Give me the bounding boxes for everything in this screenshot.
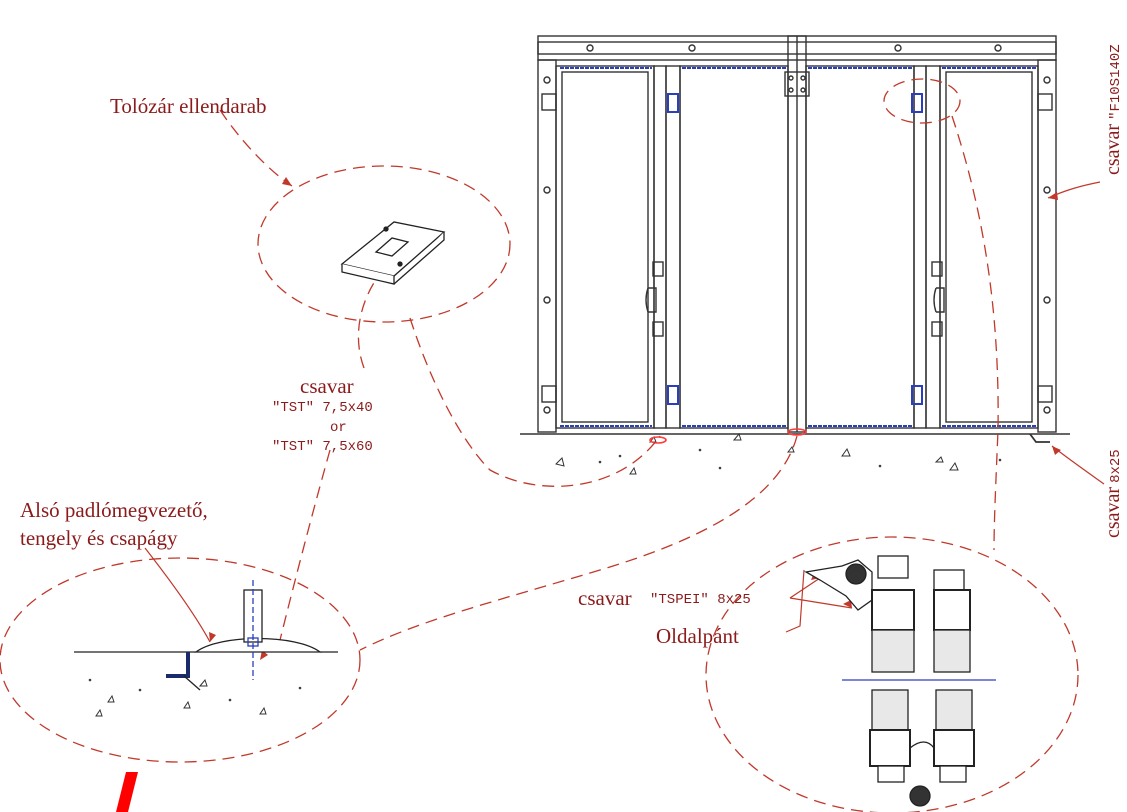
strike-plate-detail (340, 221, 446, 285)
vertical-csavar-bottom: csavar (1102, 486, 1124, 538)
vertical-8x25: 8x25 (1108, 449, 1124, 483)
label-also-padlomegvezeto: Alsó padlómegvezető, (20, 498, 208, 522)
floor-guide-ground (88, 678, 302, 717)
floor-guide-detail (74, 580, 338, 691)
arrowheads (209, 177, 1061, 660)
label-csavar-f10s140z: csavar "F10S140Z (1102, 44, 1124, 175)
label-tolozar-ellendarab: Tolózár ellendarab (110, 94, 267, 118)
side-hinge-detail (804, 555, 996, 807)
highlight-marks (649, 428, 807, 444)
hinge-details (560, 67, 1036, 427)
ground-hatch (555, 432, 1002, 475)
label-tst-7-5x60: "TST" 7,5x60 (272, 439, 373, 455)
label-csavar-tspei: csavar (578, 586, 632, 610)
label-tst-7-5x40: "TST" 7,5x40 (272, 400, 373, 416)
label-csavar-tst: csavar (300, 374, 354, 398)
detail-callouts (0, 78, 1079, 812)
red-marker-stroke (116, 772, 138, 812)
vertical-f10s140z: "F10S140Z (1108, 44, 1124, 120)
label-csavar-8x25: csavar 8x25 (1102, 449, 1124, 538)
door-frame-elevation (520, 35, 1070, 443)
label-tspei-8x25: "TSPEI" 8x25 (650, 592, 751, 608)
label-oldalpant: Oldalpánt (656, 624, 739, 648)
label-or: or (330, 420, 347, 436)
vertical-csavar-top: csavar (1102, 123, 1124, 175)
solid-leaders (144, 181, 1105, 643)
label-tengely-es-csapagy: tengely és csapágy (20, 526, 178, 550)
